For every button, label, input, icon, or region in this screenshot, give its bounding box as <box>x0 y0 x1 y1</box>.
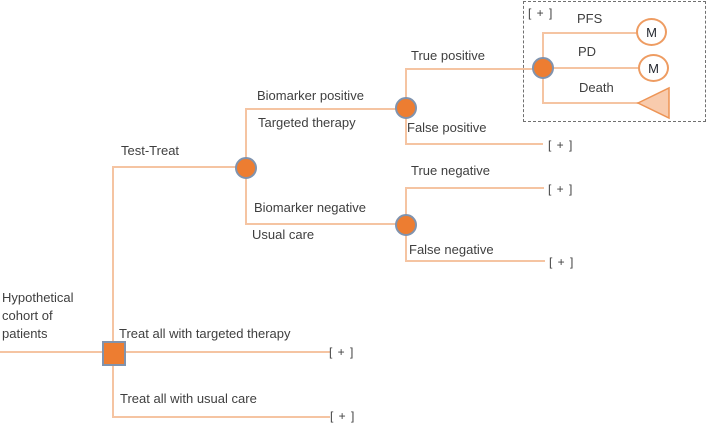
chance-node-biomarker-negative <box>395 214 417 236</box>
markov-subtree-box <box>523 1 706 122</box>
branch-line-true-positive <box>405 68 543 108</box>
branch-line-biomarker-negative <box>245 168 406 225</box>
decision-node-root <box>102 341 126 366</box>
expand-marker-false-negative[interactable]: [ + ] <box>549 255 575 269</box>
branch-label-treat-all-usual: Treat all with usual care <box>120 391 257 406</box>
branch-label-true-negative: True negative <box>411 163 491 178</box>
root-cohort-label: Hypothetical cohort of patients <box>2 290 74 341</box>
branch-label-false-negative: False negative <box>409 242 494 257</box>
expand-marker-treat-all-usual[interactable]: [ + ] <box>330 409 356 423</box>
branch-line-treat-all-usual <box>112 352 330 418</box>
branch-line-false-positive <box>405 108 543 145</box>
markov-state-node-pd: M <box>638 54 669 82</box>
chance-node-true-positive-markov <box>532 57 554 79</box>
expand-marker-markov-box[interactable]: [ + ] <box>528 6 554 20</box>
branch-label-biomarker-positive: Biomarker positive <box>257 88 364 103</box>
markov-state-label-pd: PD <box>578 44 597 59</box>
branch-line-pfs <box>542 32 638 68</box>
markov-state-label-pfs: PFS <box>577 11 603 26</box>
branch-line-biomarker-positive <box>245 108 406 168</box>
branch-line-test-treat <box>112 166 246 353</box>
branch-label-test-treat: Test-Treat <box>121 143 180 158</box>
branch-label-biomarker-negative: Biomarker negative <box>254 200 366 215</box>
branch-sublabel-targeted-therapy: Targeted therapy <box>258 115 356 130</box>
branch-line-death <box>542 68 640 104</box>
branch-label-false-positive: False positive <box>407 120 487 135</box>
markov-state-label-death: Death <box>579 80 614 95</box>
markov-state-m-label: M <box>646 24 657 40</box>
branch-label-true-positive: True positive <box>411 48 485 63</box>
expand-marker-treat-all-targeted[interactable]: [ + ] <box>329 345 355 359</box>
branch-line-false-negative <box>405 225 545 262</box>
expand-marker-false-positive[interactable]: [ + ] <box>548 138 574 152</box>
expand-marker-true-negative[interactable]: [ + ] <box>548 182 574 196</box>
branch-line-true-negative <box>405 187 544 225</box>
chance-node-biomarker-positive <box>395 97 417 119</box>
death-terminal-triangle-icon <box>636 86 670 120</box>
chance-node-test-treat <box>235 157 257 179</box>
branch-sublabel-usual-care: Usual care <box>252 227 315 242</box>
markov-state-node-pfs: M <box>636 18 667 46</box>
markov-state-m-label: M <box>648 60 659 76</box>
branch-label-treat-all-targeted: Treat all with targeted therapy <box>119 326 291 341</box>
